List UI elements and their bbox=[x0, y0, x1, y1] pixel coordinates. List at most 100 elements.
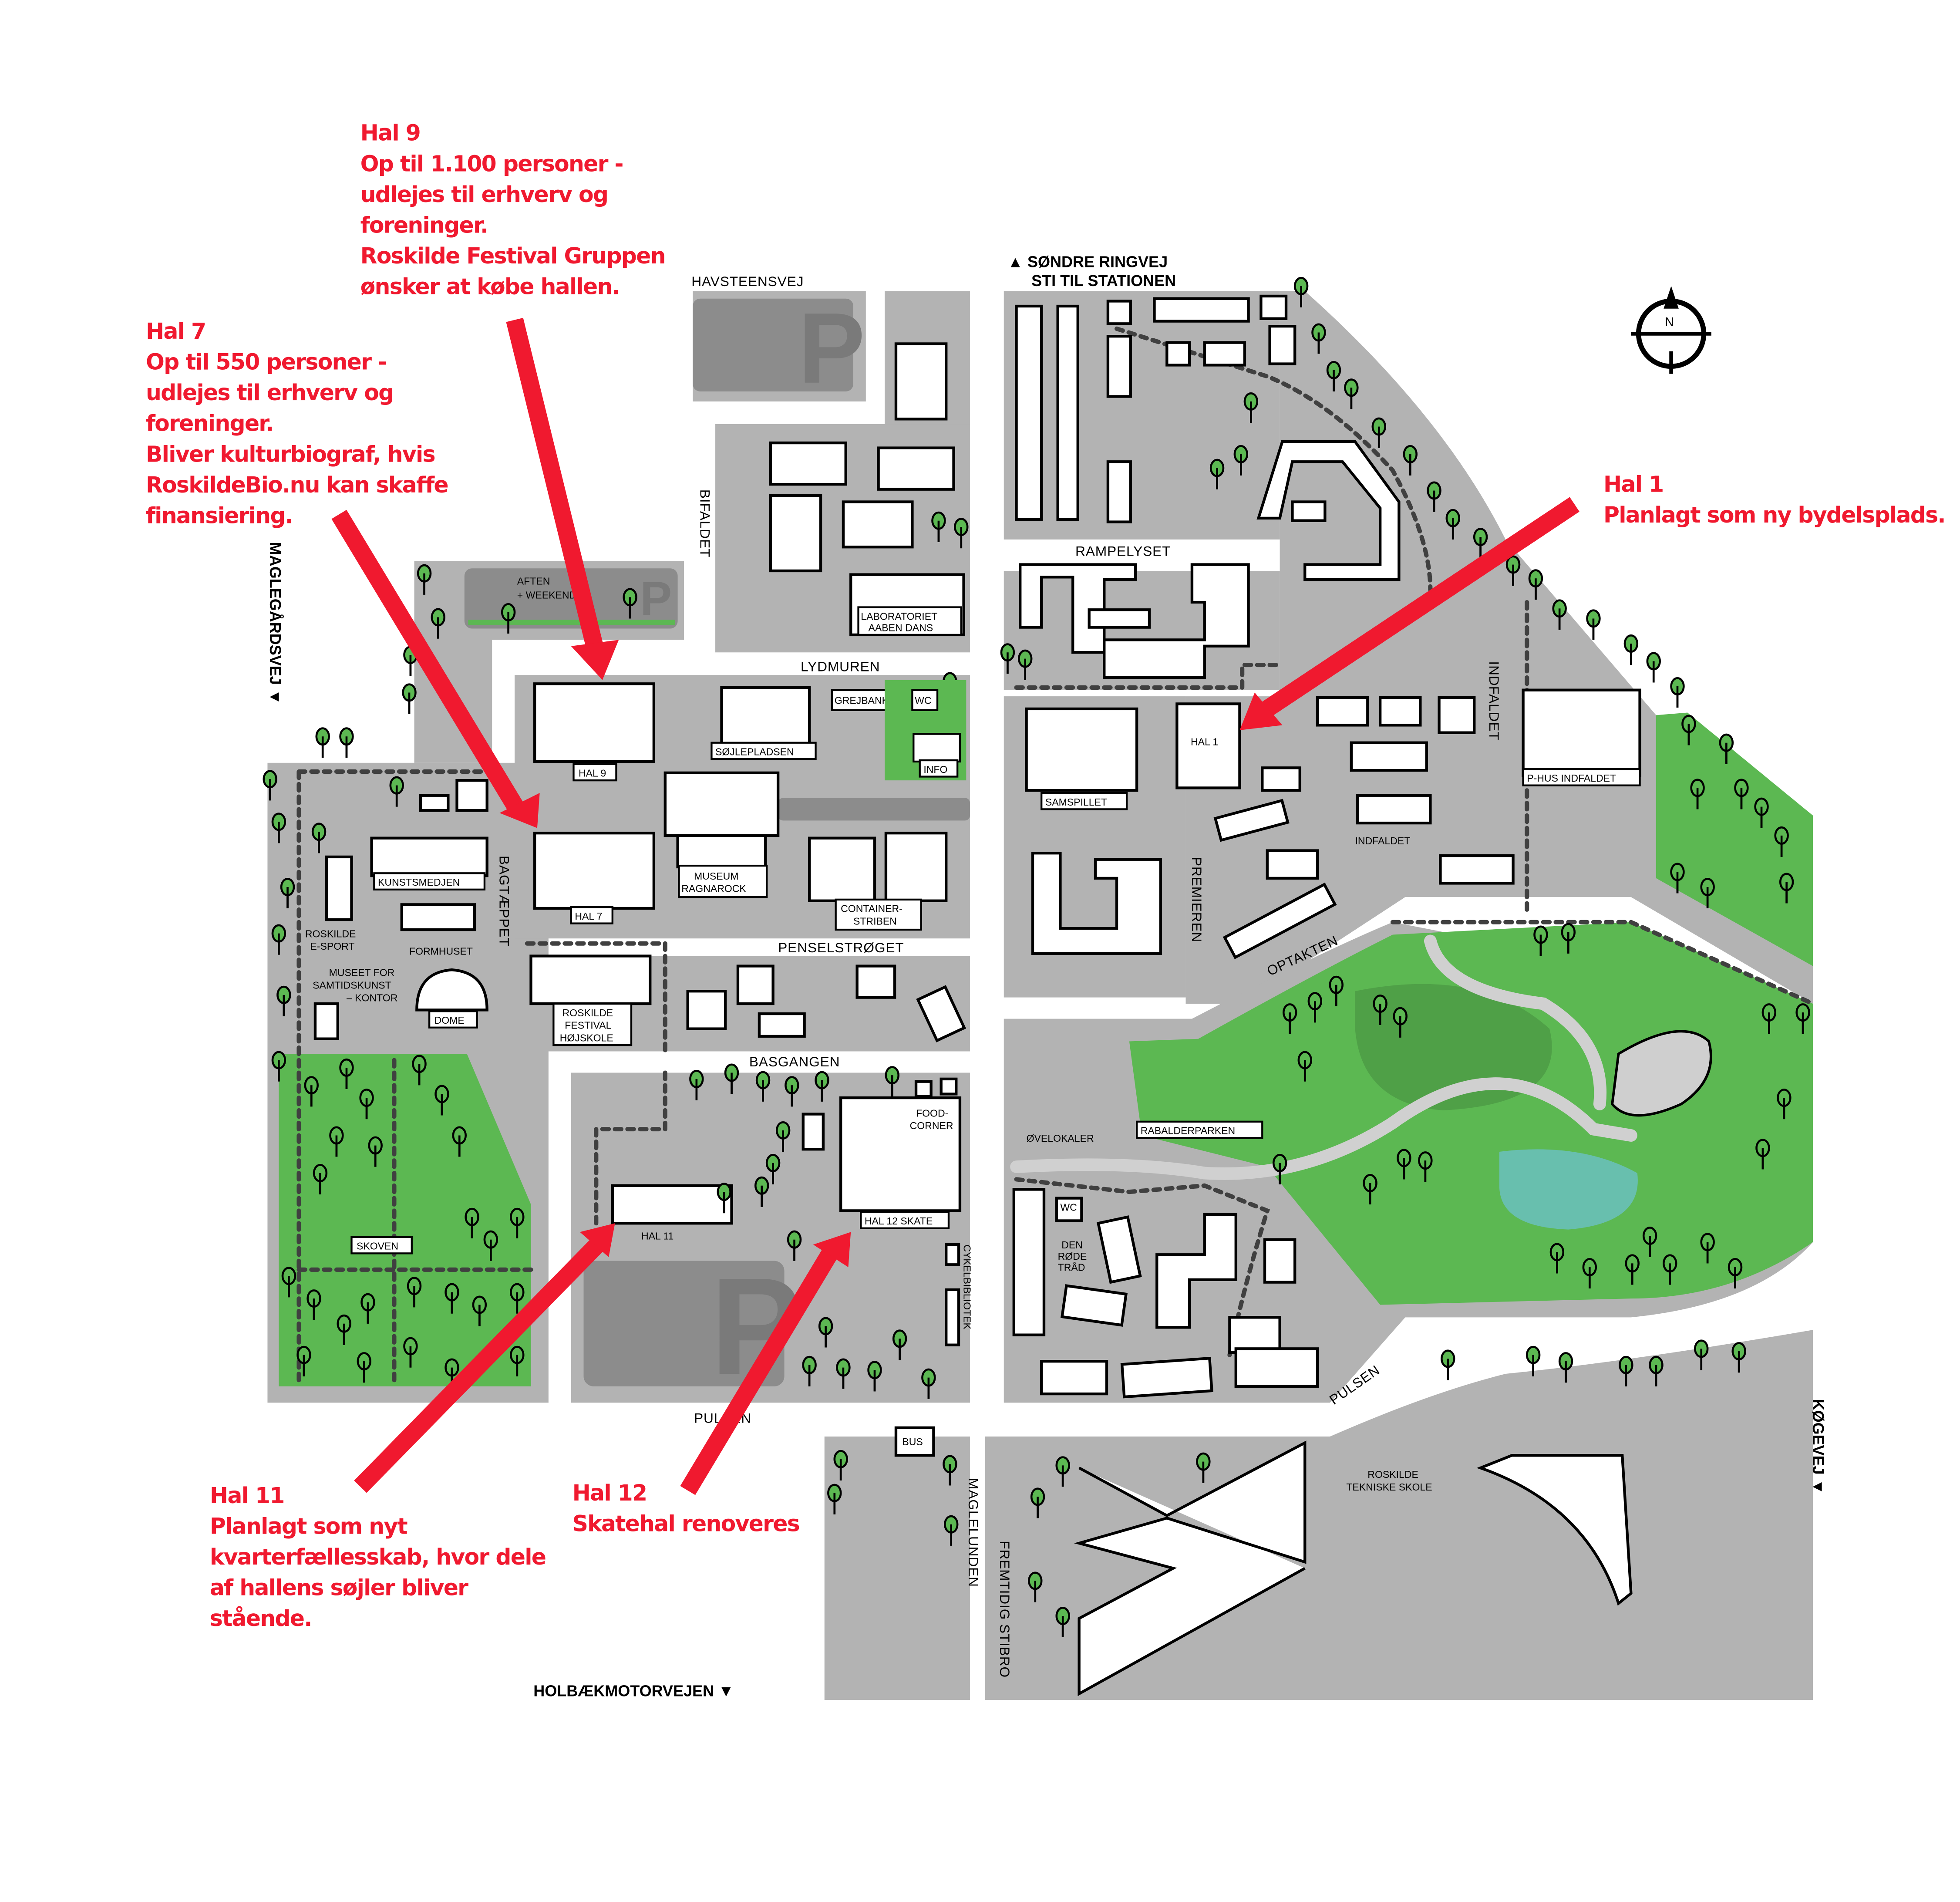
annotation-line: Planlagt som nyt bbox=[210, 1513, 407, 1539]
tree-icon bbox=[1642, 1227, 1657, 1258]
annotation-line: finansiering. bbox=[146, 502, 293, 528]
tree-icon bbox=[1397, 1149, 1411, 1180]
annotation-line: Skatehal renoveres bbox=[573, 1511, 799, 1537]
annotation-line: Op til 1.100 personer - bbox=[360, 151, 623, 176]
tree-icon bbox=[296, 1346, 311, 1376]
tree-icon bbox=[1728, 1258, 1743, 1289]
label-corner: CORNER bbox=[910, 1120, 953, 1131]
tree-icon bbox=[337, 1314, 351, 1345]
tree-icon bbox=[717, 1183, 731, 1214]
tree-icon bbox=[1233, 445, 1249, 476]
p-hus-indfaldet-building bbox=[1522, 688, 1641, 777]
arrow-hal12-icon bbox=[680, 1232, 851, 1495]
tree-icon bbox=[921, 1368, 936, 1399]
tree-icon bbox=[836, 1358, 851, 1389]
tree-icon bbox=[1619, 1356, 1633, 1386]
tree-icon bbox=[280, 878, 295, 909]
annotation-line: Hal 11 bbox=[210, 1483, 284, 1508]
street-premieren: PREMIEREN bbox=[1189, 857, 1205, 942]
tree-icon bbox=[1329, 975, 1344, 1006]
tree-icon bbox=[434, 1085, 449, 1116]
annotation-line: Bliver kulturbiograf, hvis bbox=[146, 441, 435, 467]
tree-icon bbox=[1427, 481, 1441, 512]
bus-stop bbox=[894, 1426, 935, 1457]
compass-icon: N bbox=[1631, 286, 1711, 374]
tree-icon bbox=[785, 1076, 799, 1107]
label-sojlepladsen: SØJLEPLADSEN bbox=[715, 746, 794, 758]
tree-icon bbox=[1734, 779, 1749, 809]
tree-icon bbox=[1662, 1254, 1677, 1285]
tree-icon bbox=[1393, 1007, 1408, 1038]
tree-icon bbox=[452, 1126, 467, 1157]
tree-icon bbox=[775, 1121, 791, 1152]
lake bbox=[1499, 1149, 1638, 1230]
tree-icon bbox=[417, 564, 432, 595]
arrow-hal11-icon bbox=[354, 1223, 615, 1493]
main-road-labels: ▲ SØNDRE RINGVEJ STI TIL STATIONEN MAGLE… bbox=[266, 253, 1827, 1700]
tree-icon bbox=[1000, 643, 1015, 674]
street-rampelyset: RAMPELYSET bbox=[1075, 543, 1171, 559]
hal12-building bbox=[839, 1096, 962, 1212]
arrow-hal7-icon bbox=[331, 509, 540, 828]
road-sti-til-stationen: STI TIL STATIONEN bbox=[1031, 272, 1176, 290]
annotation-line: foreninger. bbox=[360, 212, 488, 238]
tree-icon bbox=[368, 1136, 383, 1167]
tree-icon bbox=[1293, 277, 1309, 307]
sojlepladsen-structure bbox=[720, 686, 811, 745]
tree-icon bbox=[445, 1358, 459, 1389]
tree-icon bbox=[818, 1317, 833, 1348]
tree-icon bbox=[1774, 826, 1789, 857]
tree-icon bbox=[754, 1176, 769, 1207]
tree-icon bbox=[1670, 863, 1685, 894]
tree-icon bbox=[1297, 1051, 1312, 1082]
tree-icon bbox=[1582, 1258, 1597, 1289]
tree-icon bbox=[1473, 528, 1488, 559]
hal11-building bbox=[611, 1184, 733, 1225]
footpaths bbox=[296, 326, 1815, 1389]
tree-icon bbox=[1371, 417, 1386, 448]
tree-icon bbox=[1777, 1089, 1792, 1120]
label-food: FOOD- bbox=[916, 1107, 948, 1119]
annotation-arrows bbox=[331, 317, 1579, 1495]
label-tekniske-2: TEKNISKE SKOLE bbox=[1346, 1481, 1432, 1493]
tree-icon bbox=[1418, 1151, 1433, 1182]
label-hojskole-1: ROSKILDE bbox=[562, 1007, 613, 1018]
tree-icon bbox=[389, 776, 404, 807]
tree-icon bbox=[1055, 1456, 1070, 1487]
tree-icon bbox=[1549, 1243, 1565, 1274]
tree-icon bbox=[827, 1484, 842, 1514]
label-hojskole-3: HØJSKOLE bbox=[560, 1032, 613, 1043]
tree-icon bbox=[271, 813, 286, 843]
tree-icon bbox=[445, 1283, 459, 1314]
annotation-line: Hal 12 bbox=[573, 1480, 647, 1506]
parking-sign: P bbox=[798, 292, 865, 404]
label-samspillet: SAMSPILLET bbox=[1045, 796, 1107, 808]
tree-icon bbox=[315, 727, 330, 758]
tree-icon bbox=[1700, 878, 1715, 909]
tree-icon bbox=[510, 1207, 525, 1238]
tree-icon bbox=[833, 1450, 848, 1480]
building-labels: AFTEN + WEEKEND LABORATORIET AABEN DANS … bbox=[305, 576, 1641, 1493]
museum-ragnarock-building bbox=[663, 771, 780, 837]
compass-north: N bbox=[1665, 315, 1674, 329]
tree-icon bbox=[510, 1346, 525, 1376]
tree-icon bbox=[306, 1289, 321, 1320]
label-hal9: HAL 9 bbox=[579, 768, 606, 779]
tree-icon bbox=[1363, 1174, 1377, 1205]
tree-icon bbox=[465, 1207, 479, 1238]
tree-icon bbox=[1625, 1254, 1640, 1285]
tree-icon bbox=[815, 1071, 829, 1102]
street-penselstroget: PENSELSTRØGET bbox=[778, 940, 904, 955]
tree-icon bbox=[1690, 779, 1705, 809]
arrow-hal1-icon bbox=[1239, 497, 1579, 730]
tree-icon bbox=[689, 1069, 704, 1100]
tree-icon bbox=[1670, 677, 1685, 708]
annotation-hal7: Hal 7Op til 550 personer -udlejes til er… bbox=[146, 318, 449, 529]
formhuset-building bbox=[400, 903, 476, 931]
parking-hal11 bbox=[583, 1261, 785, 1386]
road-koegevej: KØGEVEJ ▼ bbox=[1809, 1399, 1827, 1495]
tree-icon bbox=[276, 985, 291, 1016]
annotation-line: foreninger. bbox=[146, 411, 273, 436]
street-maglelunden: MAGLELUNDEN bbox=[966, 1478, 981, 1587]
label-traad: TRÅD bbox=[1058, 1261, 1085, 1273]
